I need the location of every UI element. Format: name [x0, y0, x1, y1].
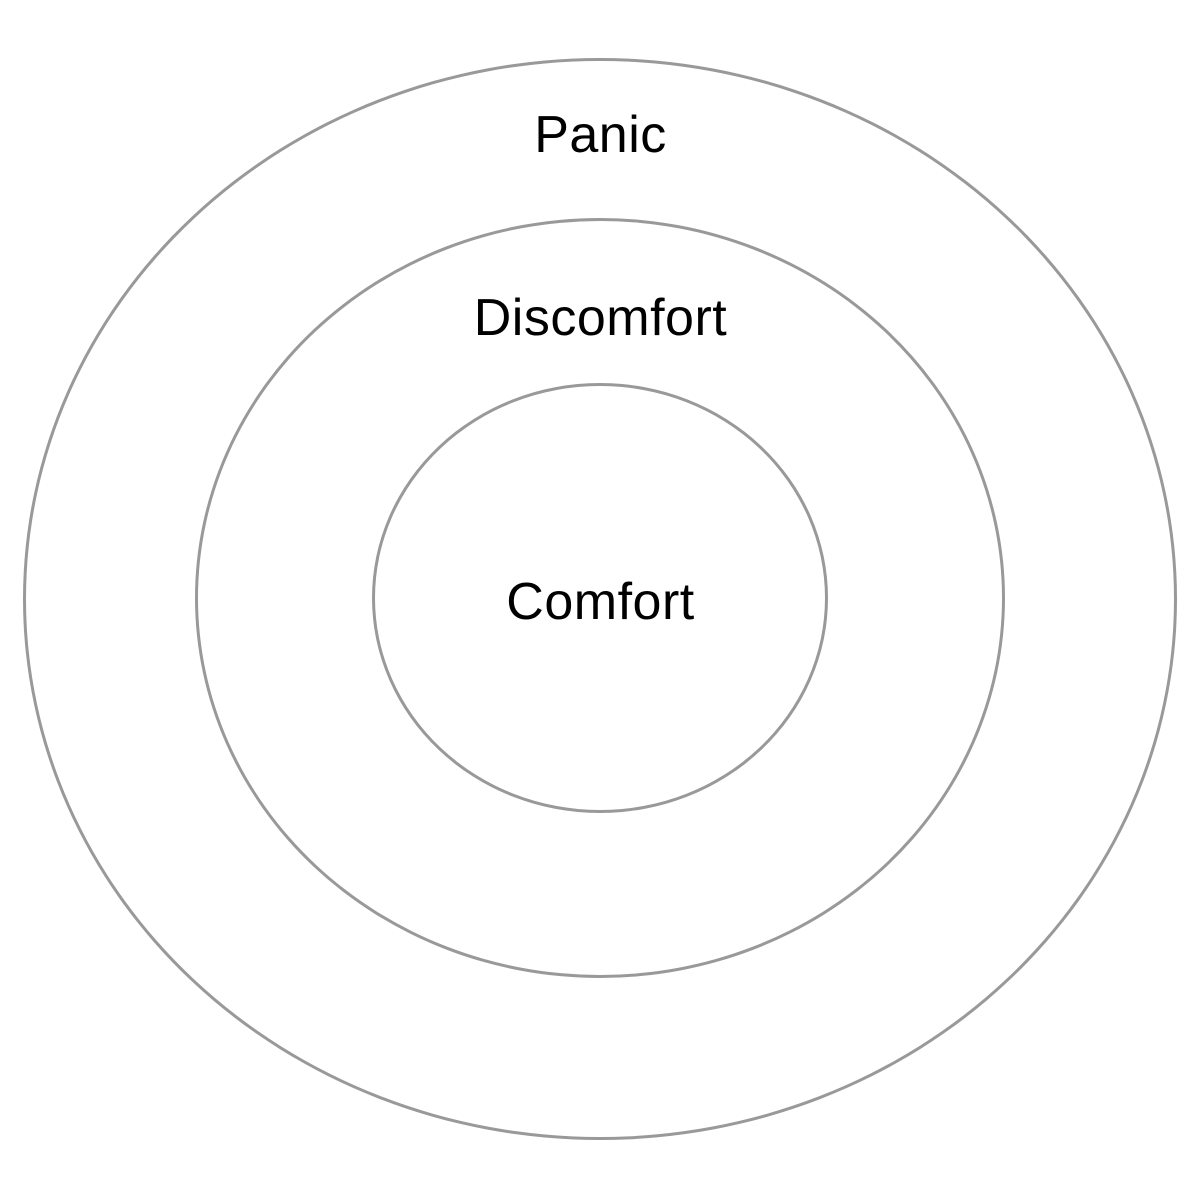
discomfort-zone-circle [195, 218, 1005, 978]
panic-zone-label: Panic [534, 106, 667, 164]
comfort-zone-label: Comfort [506, 573, 695, 631]
discomfort-zone-label: Discomfort [473, 289, 728, 347]
panic-zone-circle [23, 58, 1177, 1140]
comfort-zone-circle [372, 383, 828, 813]
